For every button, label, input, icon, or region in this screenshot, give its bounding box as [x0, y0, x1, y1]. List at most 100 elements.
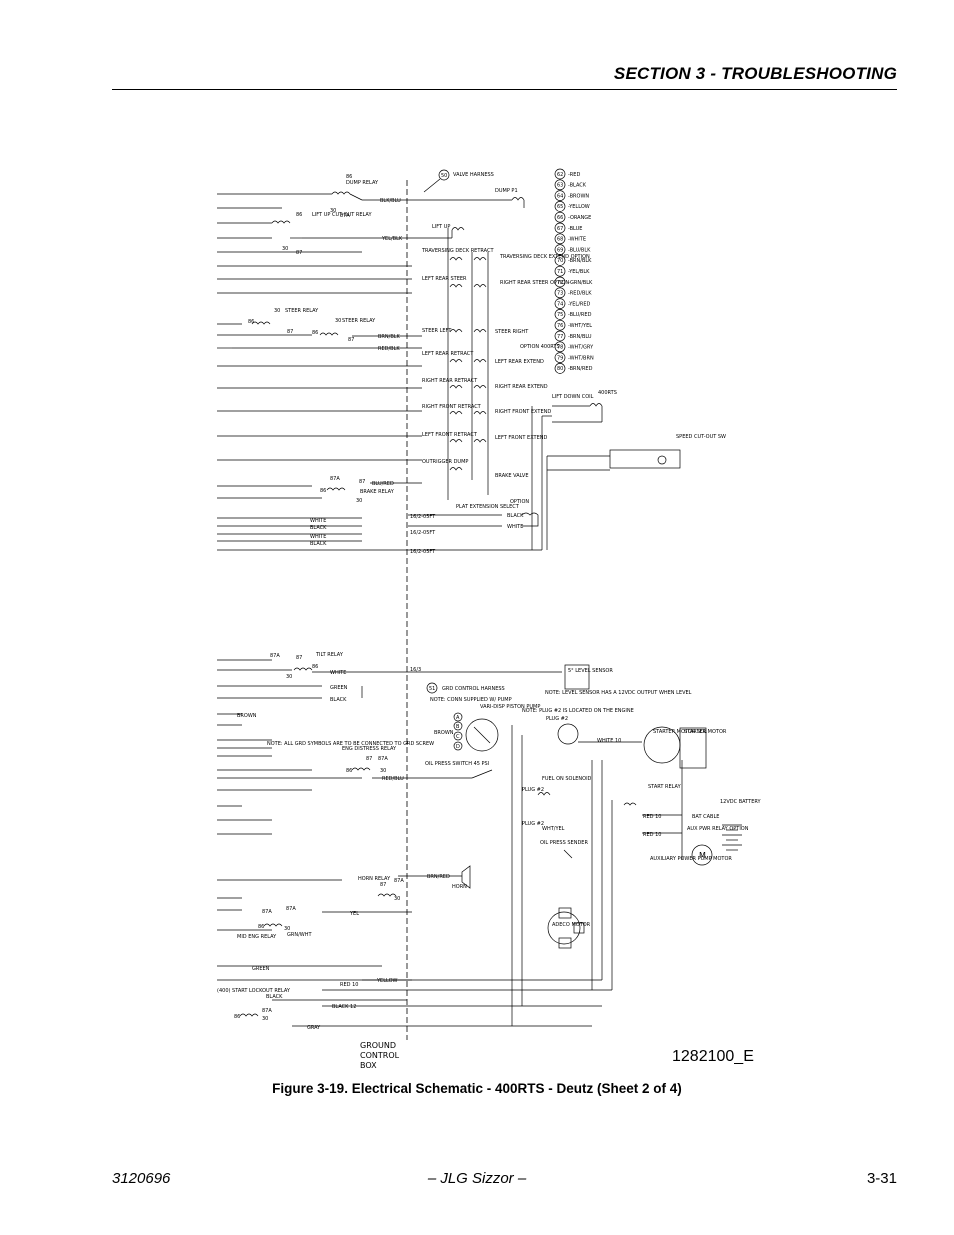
svg-text:86: 86: [320, 488, 326, 494]
wire-black-12: BLACK 12: [332, 1004, 356, 1010]
wire-number-circle: [554, 341, 566, 353]
wire-color-name: -YEL/BLK: [568, 269, 590, 275]
wire-red-blu: RED/BLU: [382, 776, 404, 782]
section-title: SECTION 3 - TROUBLESHOOTING: [613, 64, 897, 83]
svg-text:87A: 87A: [378, 756, 388, 762]
cable-label-3: 16/2-05FT: [410, 549, 436, 555]
svg-text:30: 30: [356, 498, 362, 504]
svg-text:87: 87: [366, 756, 372, 762]
steer-left-label: STEER LEFT: [422, 328, 452, 334]
footer-doc-number: 3120696: [112, 1170, 171, 1187]
wire-red-10-c: RED 10: [340, 982, 358, 988]
svg-text:30: 30: [286, 674, 292, 680]
wire-number: 70: [557, 258, 563, 264]
wire-number: 75: [557, 312, 563, 318]
plug-2a-label: PLUG #2: [546, 716, 568, 722]
right-front-retract-label: RIGHT FRONT RETRACT: [422, 404, 482, 410]
wire-color-legend: 62-RED63-BLACK64-BROWN65-YELLOW66-ORANGE…: [554, 168, 594, 374]
plug-2c-label: PLUG #2: [522, 821, 544, 827]
note-level-sensor: NOTE: LEVEL SENSOR HAS A 12VDC OUTPUT WH…: [545, 690, 692, 696]
wire-color-name: -BRN/BLU: [568, 334, 592, 340]
wire-number-circle: [554, 211, 566, 223]
plug-2b-label: PLUG #2: [522, 787, 544, 793]
svg-text:C: C: [456, 734, 460, 740]
wire-number: 80: [557, 366, 563, 372]
wire-number: 69: [557, 247, 563, 253]
lift-down-coil-label: LIFT DOWN COIL: [552, 394, 594, 400]
wire-number-circle: [554, 190, 566, 201]
tilt-relay-label: TILT RELAY: [315, 652, 344, 658]
cable-label-1: 16/2-05FT: [410, 514, 436, 520]
outrigger-dump-label: OUTRIGGER DUMP: [422, 459, 468, 465]
wire-number: 72: [557, 280, 563, 286]
svg-text:86: 86: [248, 319, 254, 325]
figure-caption: Figure 3-19. Electrical Schematic - 400R…: [272, 1081, 682, 1096]
left-rear-extend-label: LEFT REAR EXTEND: [495, 359, 544, 365]
wire-number: 68: [557, 237, 563, 243]
footer-center: – JLG Sizzor –: [427, 1170, 527, 1187]
harness-50-label: 50: [441, 173, 447, 179]
wire-yel-blk: YEL/BLK: [381, 236, 403, 242]
svg-text:86: 86: [312, 330, 318, 336]
wire-number: 76: [557, 323, 563, 329]
wire-number-circle: [554, 233, 566, 245]
wire-black-plat: BLACK: [507, 513, 524, 519]
horn-label: HORN: [452, 884, 467, 890]
wire-number-circle: [554, 201, 566, 212]
wire-color-name: -WHT/BRN: [568, 355, 594, 361]
wire-white-plat: WHITE: [507, 524, 523, 530]
wire-number-circle: [554, 363, 566, 374]
svg-text:87: 87: [296, 250, 302, 256]
right-front-extend-label: RIGHT FRONT EXTEND: [495, 409, 551, 415]
svg-text:86: 86: [234, 1014, 240, 1020]
brake-relay-label: BRAKE RELAY: [360, 489, 395, 495]
vari-disp-label: VARI-DISP PISTON PUMP: [480, 704, 540, 710]
wire-number: 73: [557, 291, 563, 297]
lift-up-label: LIFT UP: [432, 224, 450, 230]
svg-text:86: 86: [346, 768, 352, 774]
svg-text:D: D: [456, 744, 460, 750]
wire-gray: GRAY: [307, 1025, 321, 1031]
wire-number-circle: [554, 168, 566, 180]
cable-label-2: 16/2-05FT: [410, 530, 436, 536]
wire-number: 64: [557, 193, 563, 199]
svg-text:WHITE: WHITE: [310, 518, 326, 524]
option-400rts-label: OPTION 400RTS: [520, 344, 560, 350]
wire-number-circle: [554, 222, 566, 234]
svg-text:BLACK: BLACK: [310, 541, 327, 547]
svg-text:87: 87: [359, 479, 365, 485]
svg-text:87A: 87A: [270, 653, 280, 659]
steer-relay-b-label: STEER RELAY: [342, 318, 376, 324]
wire-grn-wht: GRN/WHT: [287, 932, 312, 938]
wire-number-circle: [554, 309, 566, 320]
wire-color-name: -YEL/RED: [568, 301, 591, 307]
dump-p1-label: DUMP P1: [495, 188, 518, 194]
svg-text:87A: 87A: [330, 476, 340, 482]
svg-text:87A: 87A: [394, 878, 404, 884]
wire-brn-red: BRN/RED: [427, 874, 450, 880]
wire-number: 65: [557, 204, 563, 210]
wire-white-10: WHITE 10: [597, 738, 621, 744]
header-divider: [112, 89, 897, 90]
wire-color-name: -RED/BLK: [568, 291, 592, 297]
mid-eng-relay-label: MID ENG RELAY: [237, 934, 277, 940]
wire-number: 66: [557, 215, 563, 221]
svg-text:A: A: [456, 715, 460, 721]
level-sensor-label: 5° LEVEL SENSOR: [568, 668, 613, 674]
note-plug: NOTE: PLUG #2 IS LOCATED ON THE ENGINE: [522, 708, 634, 714]
svg-text:B: B: [456, 724, 460, 730]
right-rear-extend-label: RIGHT REAR EXTEND: [495, 384, 548, 390]
grd-control-harness-label: GRD CONTROL HARNESS: [442, 686, 505, 692]
electrical-schematic: 50 VALVE HARNESS 86 DUMP RELAY BLK/BLU 3…: [212, 160, 772, 1080]
svg-text:86: 86: [346, 174, 352, 180]
wire-color-name: -BRN/RED: [568, 366, 593, 372]
oil-press-switch-label: OIL PRESS SWITCH 45 PSI: [425, 761, 489, 767]
cable-16-3-label: 16/3: [410, 667, 421, 673]
svg-text:WHITE: WHITE: [310, 534, 326, 540]
svg-text:30: 30: [262, 1016, 268, 1022]
wire-number-circle: [554, 276, 566, 288]
wire-number: 62: [557, 172, 563, 178]
oil-press-sender-label: OIL PRESS SENDER: [540, 840, 588, 846]
fuel-on-solenoid-label: FUEL ON SOLENOID: [542, 776, 592, 782]
wire-color-name: -BRN/BLK: [568, 258, 592, 264]
